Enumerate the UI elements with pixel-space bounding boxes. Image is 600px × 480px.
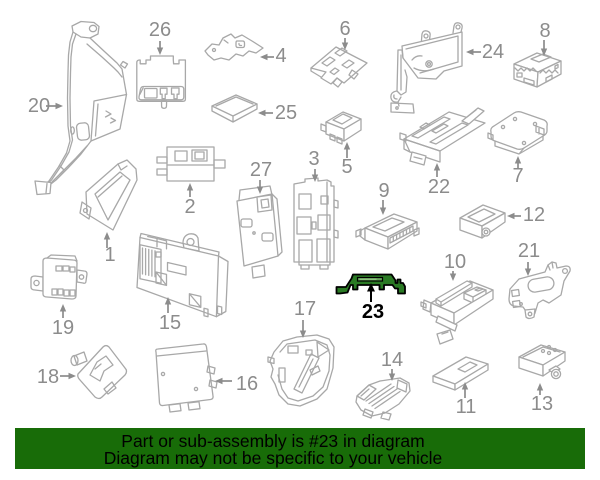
part-label-23-highlighted: 23 [361, 301, 385, 323]
part-20-drawing [34, 20, 129, 196]
part-17-drawing [267, 334, 335, 407]
part-label-7: 7 [512, 165, 524, 187]
part-label-3: 3 [308, 148, 320, 170]
part-label-19: 19 [51, 317, 75, 339]
part-11-drawing [432, 356, 489, 391]
part-1-drawing [79, 159, 138, 231]
part-label-26: 26 [148, 19, 172, 41]
part-7-drawing [487, 111, 548, 155]
part-label-20: 20 [27, 95, 51, 117]
callout-arrows [46, 38, 548, 398]
part-4-drawing [204, 33, 264, 61]
part-label-15: 15 [158, 312, 182, 334]
part-label-22: 22 [427, 176, 451, 198]
part-27-drawing [236, 185, 283, 279]
part-15-drawing [136, 232, 229, 318]
part-label-6: 6 [339, 18, 351, 40]
part-label-2: 2 [184, 196, 196, 218]
banner-line-2: Diagram may not be specific to your vehi… [103, 447, 443, 468]
part-19-drawing [30, 254, 88, 300]
part-label-25: 25 [274, 102, 298, 124]
part-label-12: 12 [522, 204, 546, 226]
highlight-arrow-23 [367, 283, 375, 302]
part-5-drawing [320, 111, 362, 145]
part-2-drawing [156, 146, 226, 182]
banner-line-1: Part or sub-assembly is #23 in diagram [121, 430, 425, 451]
part-26-drawing [136, 55, 187, 109]
part-label-4: 4 [275, 45, 287, 67]
part-9-drawing [355, 213, 420, 250]
part-label-18: 18 [36, 366, 60, 388]
part-14-drawing [355, 377, 411, 421]
part-6-drawing [310, 46, 368, 88]
part-13-drawing [518, 344, 566, 380]
part-label-14: 14 [380, 349, 404, 371]
part-22-drawing [399, 107, 486, 166]
part-label-8: 8 [539, 20, 551, 42]
part-label-1: 1 [104, 244, 116, 266]
notice-banner: Part or sub-assembly is #23 in diagram D… [15, 428, 585, 469]
part-25-drawing [211, 94, 258, 123]
part-18-drawing [70, 344, 128, 400]
part-12-drawing [459, 204, 506, 239]
part-10-drawing [420, 280, 494, 345]
part-label-16: 16 [235, 373, 259, 395]
part-label-17: 17 [293, 298, 317, 320]
part-label-21: 21 [517, 240, 541, 262]
part-label-5: 5 [341, 156, 353, 178]
part-label-11: 11 [455, 396, 477, 418]
part-3-drawing [293, 177, 339, 270]
part-label-13: 13 [530, 393, 554, 415]
part-21-drawing [508, 261, 571, 320]
part-8-drawing [513, 52, 562, 88]
part-label-9: 9 [378, 180, 390, 202]
part-label-10: 10 [443, 251, 467, 273]
part-label-24: 24 [481, 41, 505, 63]
part-24-drawing [390, 22, 463, 114]
part-label-27: 27 [249, 159, 273, 181]
part-16-drawing [155, 343, 218, 413]
